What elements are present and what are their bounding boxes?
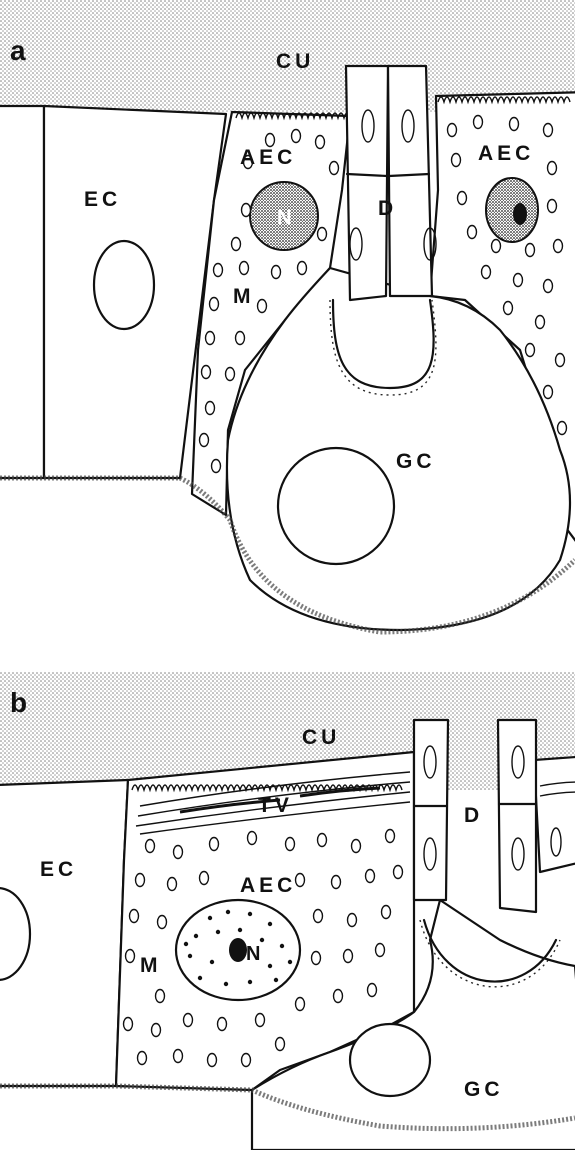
- epithelial-cell-b: [0, 780, 128, 1086]
- label-epithelial-cell-b: EC: [40, 858, 77, 881]
- epithelial-cells-a: [0, 106, 226, 478]
- label-vesicles-b: TV: [258, 794, 293, 817]
- label-duct-a: D: [378, 197, 397, 220]
- label-mitochondria-b: M: [140, 954, 162, 977]
- panel-a: a CU EC AEC AEC N D M GC: [0, 0, 575, 632]
- label-mitochondria-a: M: [233, 285, 255, 308]
- label-gland-cell-a: GC: [396, 450, 436, 473]
- label-cuticle-b: CU: [302, 726, 340, 749]
- panel-letter-b: b: [10, 687, 27, 718]
- gland-nucleus-b: [350, 1024, 430, 1096]
- label-gland-cell-b: GC: [464, 1078, 504, 1101]
- label-nucleus-a: N: [277, 207, 291, 229]
- label-epithelial-cell-a: EC: [84, 188, 121, 211]
- accessory-cell-right-b: [534, 756, 575, 872]
- panel-b: b CU TV EC AEC D N M GC: [0, 672, 575, 1150]
- gland-nucleus-a: [278, 448, 394, 564]
- label-accessory-cell-left-a: AEC: [240, 146, 296, 169]
- label-accessory-cell-right-a: AEC: [478, 142, 534, 165]
- label-duct-b: D: [464, 804, 483, 827]
- label-cuticle-a: CU: [276, 50, 314, 73]
- label-accessory-cell-b: AEC: [240, 874, 296, 897]
- label-nucleus-b: N: [246, 943, 260, 965]
- panel-letter-a: a: [10, 35, 26, 66]
- duct-a: [346, 66, 436, 300]
- nucleus-right-a: [486, 178, 538, 242]
